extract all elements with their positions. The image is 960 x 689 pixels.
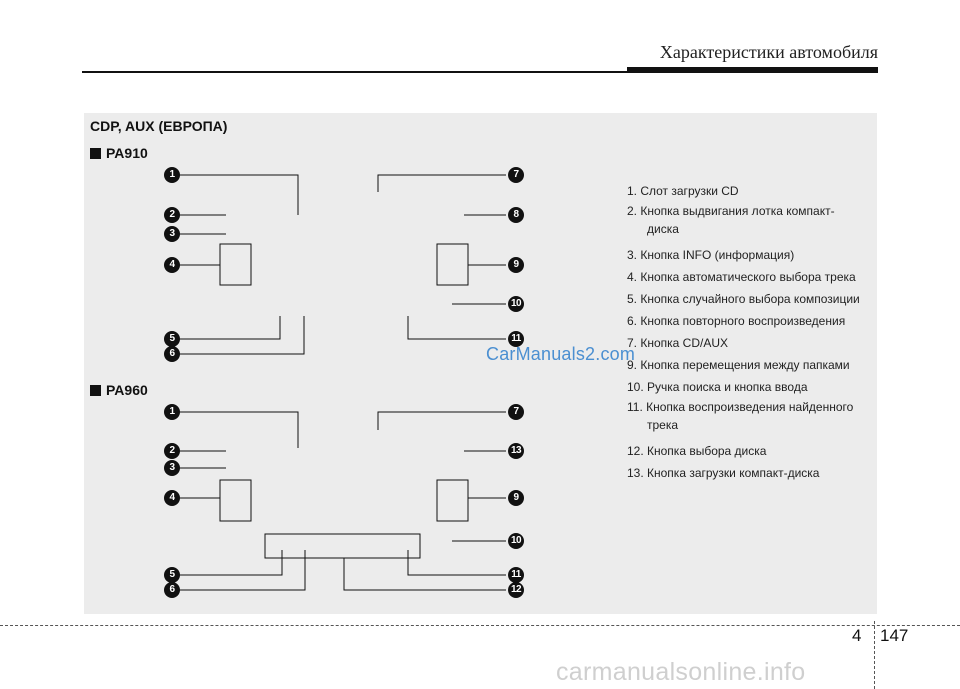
legend-item: 4. Кнопка автоматического выбора трека [627, 270, 856, 284]
site-watermark: carmanualsonline.info [556, 658, 806, 686]
legend-item: 6. Кнопка повторного воспроизведения [627, 314, 846, 328]
leader-line-11b [407, 550, 506, 576]
callout-3: 3 [164, 226, 180, 242]
footer-dashed-rule [0, 625, 960, 626]
leader-line-5 [180, 316, 281, 340]
disc-button-row-outline [264, 533, 421, 559]
callout-13: 13 [508, 443, 524, 459]
callout-6: 6 [164, 346, 180, 362]
legend-item-text: 2. Кнопка выдвигания лотка компакт- [627, 204, 835, 218]
callout-7: 7 [508, 404, 524, 420]
callout-9: 9 [508, 257, 524, 273]
header-rule-accent [627, 67, 878, 73]
legend-item: 13. Кнопка загрузки компакт-диска [627, 466, 820, 480]
callout-6: 6 [164, 582, 180, 598]
callout-2: 2 [164, 443, 180, 459]
leader-line-1b [180, 411, 299, 448]
legend-item: 1. Слот загрузки CD [627, 184, 739, 198]
leader-line-6b [180, 550, 306, 591]
leader-line-1 [180, 174, 299, 215]
model-name: PA960 [106, 382, 148, 398]
callout-2: 2 [164, 207, 180, 223]
parts-legend: 1. Слот загрузки CD 2. Кнопка выдвигания… [627, 180, 877, 484]
callout-11: 11 [508, 331, 524, 347]
leader-line-12 [343, 558, 506, 591]
square-bullet-icon [90, 148, 101, 159]
legend-item-text: 11. Кнопка воспроизведения найденного [627, 400, 854, 414]
leader-line-7b [377, 411, 506, 430]
button-outline-4b [219, 479, 252, 522]
page-number: 147 [880, 626, 909, 645]
callout-4: 4 [164, 257, 180, 273]
footer-dashed-divider [874, 621, 876, 689]
figure-panel [84, 113, 877, 614]
model-heading-pa960: PA960 [90, 382, 148, 398]
callout-1: 1 [164, 167, 180, 183]
leader-line-11 [407, 316, 506, 340]
model-heading-pa910: PA910 [90, 145, 148, 161]
header-rule [82, 71, 627, 73]
legend-item-continuation: диска [647, 222, 679, 236]
callout-11: 11 [508, 567, 524, 583]
square-bullet-icon [90, 385, 101, 396]
legend-item: 5. Кнопка случайного выбора композиции [627, 292, 860, 306]
callout-5: 5 [164, 567, 180, 583]
callout-10: 10 [508, 533, 524, 549]
button-outline-4 [219, 243, 252, 286]
leader-line-5b [180, 550, 283, 576]
button-outline-9b [436, 479, 469, 522]
model-name: PA910 [106, 145, 148, 161]
callout-1: 1 [164, 404, 180, 420]
legend-item: 10. Ручка поиска и кнопка ввода [627, 380, 808, 394]
section-title: CDP, AUX (ЕВРОПА) [90, 118, 228, 134]
leader-line-7 [377, 174, 506, 192]
callout-8: 8 [508, 207, 524, 223]
legend-item-continuation: трека [647, 418, 679, 432]
callout-3: 3 [164, 460, 180, 476]
callout-10: 10 [508, 296, 524, 312]
chapter-number: 4 [852, 626, 862, 645]
carmanuals-watermark: CarManuals2.com [486, 344, 636, 364]
legend-item: 7. Кнопка CD/AUX [627, 336, 728, 350]
chapter-header-title: Характеристики автомобиля [659, 42, 878, 62]
callout-9: 9 [508, 490, 524, 506]
callout-5: 5 [164, 331, 180, 347]
button-outline-9 [436, 243, 469, 286]
leader-line-6 [180, 316, 305, 355]
legend-item: 11. Кнопка воспроизведения найденного тре… [627, 398, 877, 434]
legend-item: 9. Кнопка перемещения между папками [627, 358, 850, 372]
legend-item: 3. Кнопка INFO (информация) [627, 248, 795, 262]
callout-7: 7 [508, 167, 524, 183]
legend-item: 12. Кнопка выбора диска [627, 444, 767, 458]
callout-4: 4 [164, 490, 180, 506]
callout-12: 12 [508, 582, 524, 598]
legend-item: 2. Кнопка выдвигания лотка компакт-диска [627, 202, 877, 238]
